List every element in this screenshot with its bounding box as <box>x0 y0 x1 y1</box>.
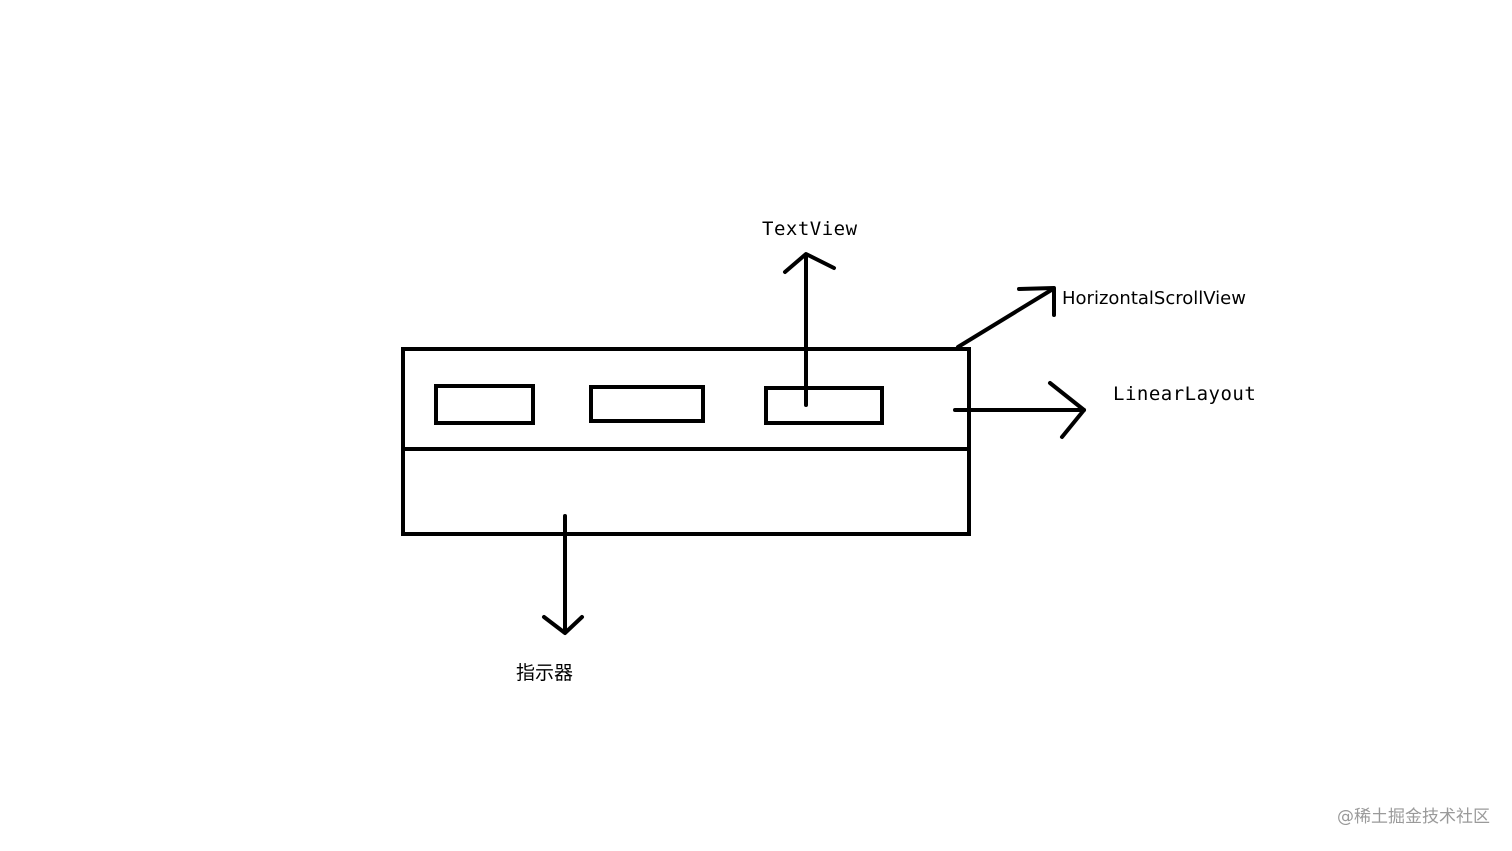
tab-item-box-1 <box>434 384 535 425</box>
horizontal-scroll-view-arrow <box>956 286 1056 349</box>
outer-container-box <box>401 347 971 536</box>
tab-item-box-3 <box>764 386 884 425</box>
linear-layout-label: LinearLayout <box>1113 383 1257 405</box>
textview-label: TextView <box>762 218 858 240</box>
horizontal-scroll-view-label: HorizontalScrollView <box>1062 288 1246 309</box>
linear-layout-arrow <box>953 381 1086 439</box>
watermark-text: @稀土掘金技术社区 <box>1337 807 1490 827</box>
textview-arrow <box>783 252 836 407</box>
tab-item-box-2 <box>589 385 705 423</box>
indicator-label: 指示器 <box>516 662 574 684</box>
indicator-arrow <box>542 514 584 635</box>
